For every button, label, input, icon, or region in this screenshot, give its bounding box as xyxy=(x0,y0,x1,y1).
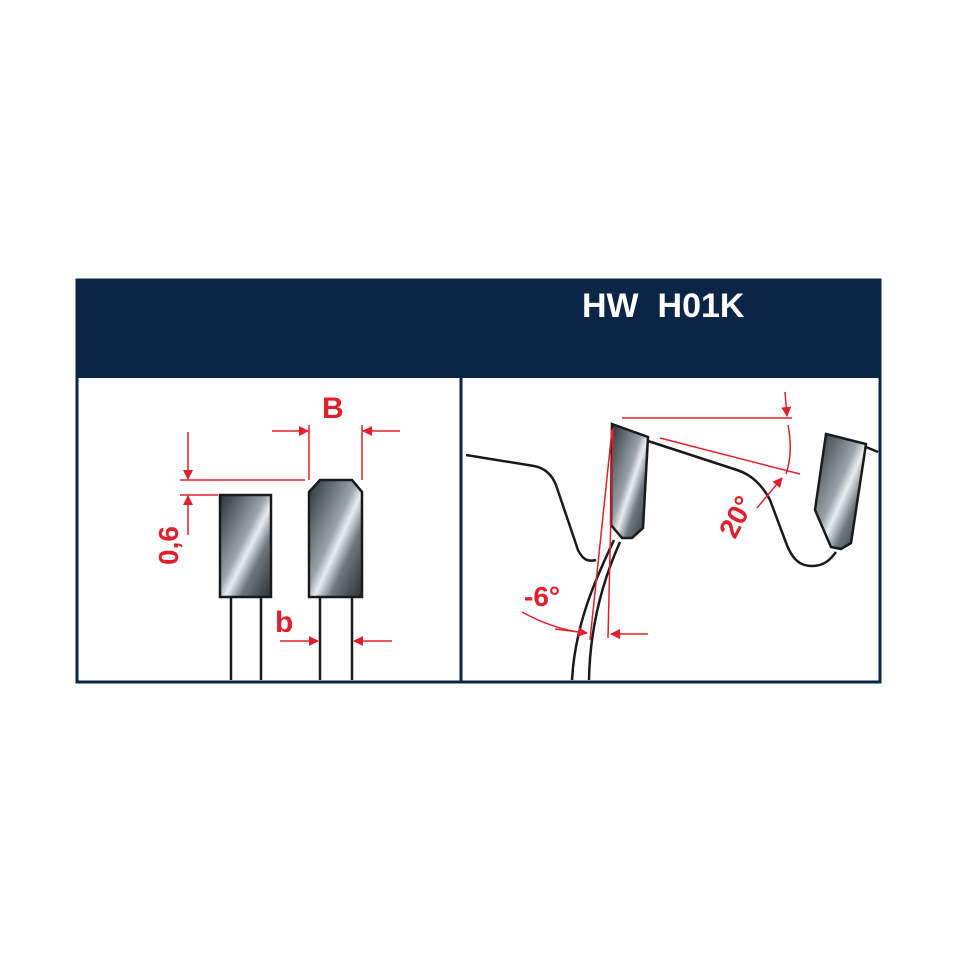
rake-arrow-left xyxy=(554,626,588,637)
dim-06-label: 0,6 xyxy=(153,526,184,565)
rake-angle-label: -6° xyxy=(524,581,560,612)
dim-B-label: B xyxy=(322,392,344,425)
blade-back-right xyxy=(865,445,879,454)
front-carbide-tooth xyxy=(609,422,650,540)
clearance-arrow-top xyxy=(781,391,792,417)
clearance-arc xyxy=(785,424,791,475)
clearance-arrow-bottom xyxy=(756,477,783,509)
left-carbide-tip xyxy=(218,493,273,599)
blade-body-curve-outer xyxy=(570,539,616,681)
rear-carbide-tooth xyxy=(813,432,868,551)
dim-b-label: b xyxy=(275,606,293,639)
blade-back-and-gullet xyxy=(647,439,837,568)
clearance-ref-line-back xyxy=(659,437,801,475)
product-title: HW H01K xyxy=(582,287,745,325)
blade-body-curve-inner xyxy=(587,541,622,681)
rake-ref-tooth-face xyxy=(589,429,613,641)
left-panel: B 0,6 b xyxy=(153,392,400,680)
blade-outline-left xyxy=(465,453,597,562)
right-carbide-tip xyxy=(307,478,364,599)
header-bar xyxy=(77,280,880,378)
rake-ref-vertical xyxy=(607,427,614,639)
right-panel: 20° -6° xyxy=(465,391,879,681)
